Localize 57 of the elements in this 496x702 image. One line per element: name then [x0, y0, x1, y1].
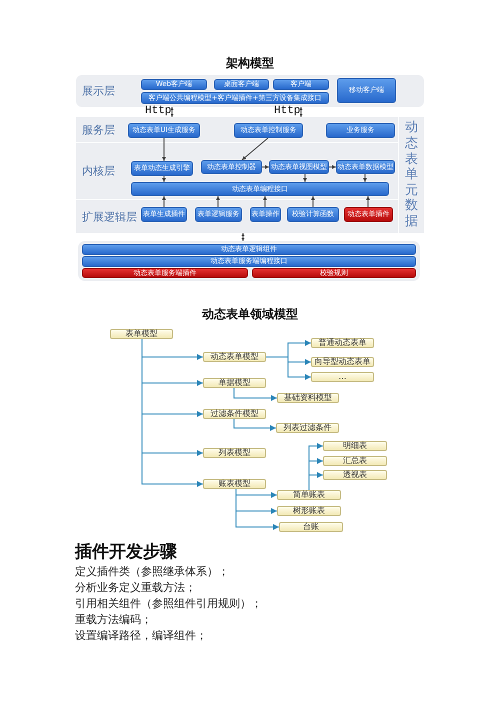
model-box: …	[311, 372, 374, 382]
arrow	[311, 196, 315, 208]
arrow	[263, 196, 267, 208]
arrow	[308, 472, 324, 490]
model-box: 简单账表	[277, 490, 341, 500]
model-box: 单据模型	[203, 378, 266, 388]
step-text: 引用相关组件（参照组件引用规则）；	[75, 598, 262, 610]
arrow	[303, 174, 307, 182]
layer-label: 展示层	[82, 86, 115, 96]
arrow	[216, 196, 220, 208]
layer-band	[76, 75, 424, 107]
model-box: 列表模型	[203, 448, 266, 458]
layer-panel	[78, 241, 420, 281]
model-box: 明细表	[323, 441, 387, 451]
model-box: 动态表单模型	[203, 352, 266, 362]
arrow	[142, 338, 204, 487]
arrow	[162, 196, 166, 208]
layer-label: 扩展逻辑层	[82, 211, 137, 222]
layer-panel	[76, 117, 424, 233]
step-text: 定义插件类（参照继承体系）；	[75, 566, 229, 578]
step-text: 分析业务定义重载方法；	[75, 582, 196, 594]
layer-label: 内核层	[82, 166, 115, 176]
arrow	[262, 165, 270, 169]
diagram-title: 架构模型	[226, 57, 274, 70]
model-box: 账表模型	[203, 479, 266, 489]
section-title: 动态表单领域模型	[202, 308, 298, 322]
model-box: 台账	[279, 522, 343, 532]
edge-label: Http	[145, 106, 172, 117]
arrow	[266, 356, 312, 380]
model-box: 基础资料模型	[277, 393, 339, 403]
step-text: 重载方法编码；	[75, 614, 152, 626]
arrow	[328, 165, 336, 169]
arrow	[363, 174, 367, 182]
arrow	[162, 176, 166, 182]
arrow	[234, 418, 276, 431]
model-box: 汇总表	[323, 456, 387, 466]
double-arrow	[170, 106, 174, 118]
section-heading: 插件开发步骤	[75, 543, 177, 562]
metadata-column: 动态表单元数据	[398, 117, 424, 233]
arrow	[242, 138, 268, 160]
model-box: 透视表	[323, 470, 387, 480]
model-box: 表单模型	[110, 329, 173, 339]
step-text: 设置编译路径，编译组件；	[75, 630, 207, 642]
arrow	[234, 388, 278, 401]
model-box: 向导型动态表单	[311, 357, 374, 367]
arrow	[162, 138, 166, 162]
arrow	[236, 488, 280, 530]
arrow	[366, 196, 370, 208]
model-box: 树形账表	[277, 506, 341, 516]
double-arrow	[242, 232, 244, 242]
layer-band	[76, 117, 398, 143]
layer-label: 服务层	[82, 124, 115, 135]
model-box: 普通动态表单	[311, 338, 374, 348]
double-arrow	[300, 106, 302, 118]
model-box: 过滤条件模型	[203, 409, 266, 419]
edge-label: Http	[274, 106, 300, 117]
model-box: 列表过滤条件	[276, 423, 339, 433]
